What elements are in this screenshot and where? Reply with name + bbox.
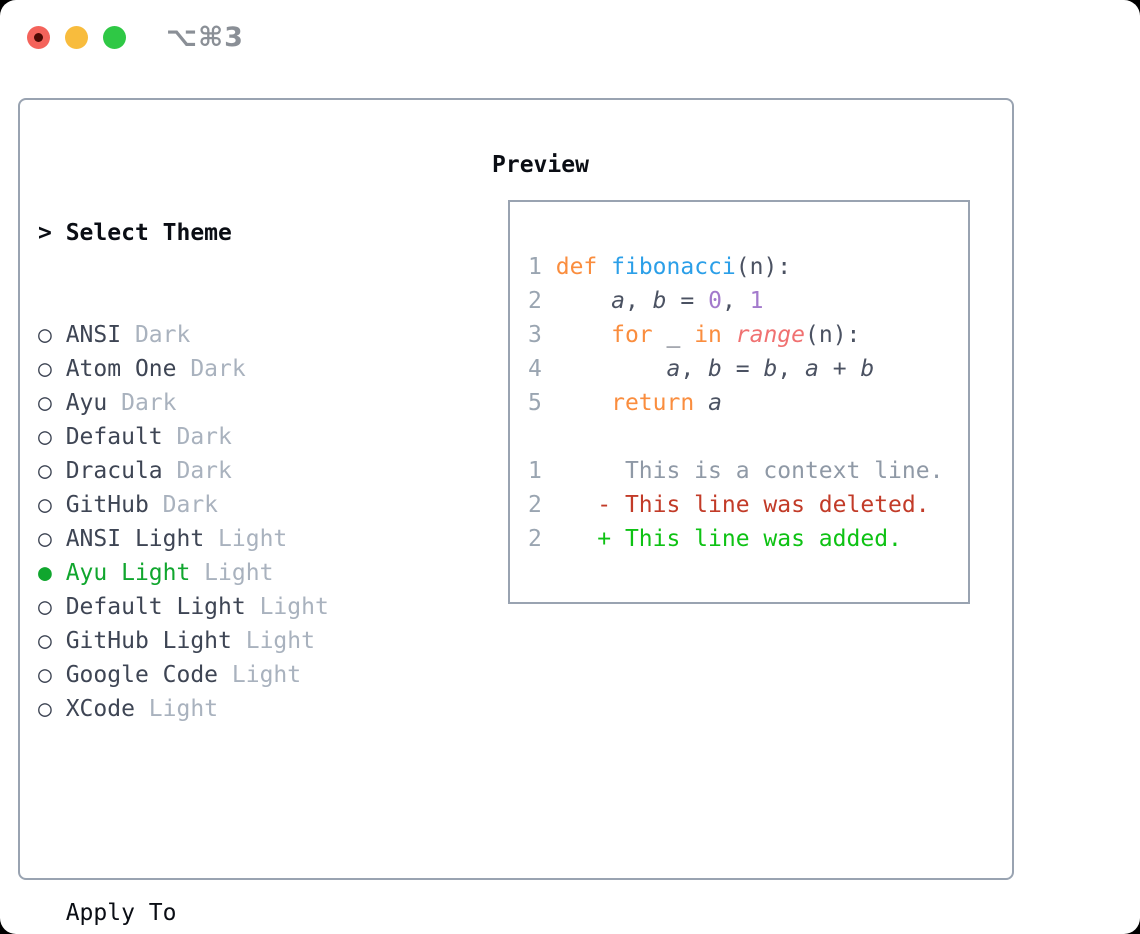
- theme-name: Dracula: [65, 458, 163, 484]
- theme-variant: Dark: [148, 492, 219, 518]
- radio-icon: ○: [38, 696, 66, 722]
- code-line: 2 a, b = 0, 1: [528, 288, 764, 314]
- theme-name: Default Light: [65, 594, 246, 620]
- line-number: 2: [528, 492, 542, 518]
- code-line: 5 return a: [528, 390, 722, 416]
- radio-icon: ○: [38, 458, 66, 484]
- theme-option-ansi[interactable]: ○ ANSI Dark: [38, 318, 426, 352]
- preview-box: 1 def fibonacci(n): 2 a, b = 0, 1 3 for _ …: [508, 200, 970, 604]
- radio-icon: ○: [38, 628, 66, 654]
- select-theme-title: Select Theme: [65, 220, 232, 246]
- theme-variant: Dark: [176, 356, 246, 382]
- theme-option-default[interactable]: ○ Default Dark: [38, 420, 426, 454]
- theme-variant: Light: [134, 696, 219, 722]
- code-line: 1 This is a context line.: [528, 458, 944, 484]
- theme-option-google-code[interactable]: ○ Google Code Light: [38, 658, 426, 692]
- theme-name: Google Code: [65, 662, 219, 688]
- theme-option-github-light[interactable]: ○ GitHub Light Light: [38, 624, 426, 658]
- focus-arrow-icon: >: [38, 220, 66, 246]
- line-number: 1: [528, 254, 542, 280]
- keyboard-shortcut-label: ⌥⌘3: [166, 22, 244, 53]
- theme-list: ○ ANSI Dark○ Atom One Dark○ Ayu Dark○ De…: [38, 318, 426, 726]
- theme-option-default-light[interactable]: ○ Default Light Light: [38, 590, 426, 624]
- selected-radio-icon: ●: [38, 560, 66, 586]
- line-number: 4: [528, 356, 542, 382]
- theme-name: Atom One: [65, 356, 177, 382]
- code-line: 1 def fibonacci(n):: [528, 254, 792, 280]
- code-line: 4 a, b = b, a + b: [528, 356, 875, 382]
- radio-icon: ○: [38, 424, 66, 450]
- theme-name: GitHub Light: [65, 628, 232, 654]
- theme-option-ayu-light[interactable]: ● Ayu Light Light: [38, 556, 426, 590]
- code-line: 2 + This line was added.: [528, 526, 902, 552]
- theme-variant: Light: [190, 560, 274, 586]
- theme-name: GitHub: [65, 492, 149, 518]
- minimize-button-icon[interactable]: [65, 26, 88, 49]
- theme-variant: Dark: [107, 390, 177, 416]
- theme-option-atom-one[interactable]: ○ Atom One Dark: [38, 352, 426, 386]
- theme-variant: Dark: [162, 458, 232, 484]
- theme-option-ayu[interactable]: ○ Ayu Dark: [38, 386, 426, 420]
- theme-variant: Dark: [162, 424, 232, 450]
- apply-to-header: Apply To: [65, 900, 177, 926]
- theme-name: Default: [65, 424, 163, 450]
- theme-option-ansi-light[interactable]: ○ ANSI Light Light: [38, 522, 426, 556]
- theme-option-github[interactable]: ○ GitHub Dark: [38, 488, 426, 522]
- theme-option-dracula[interactable]: ○ Dracula Dark: [38, 454, 426, 488]
- radio-icon: ○: [38, 662, 66, 688]
- radio-icon: ○: [38, 594, 66, 620]
- theme-variant: Light: [204, 526, 288, 552]
- close-button-icon[interactable]: [27, 26, 50, 49]
- theme-option-xcode[interactable]: ○ XCode Light: [38, 692, 426, 726]
- line-number: 1: [528, 458, 542, 484]
- theme-picker-panel: > Select Theme ○ ANSI Dark○ Atom One Dar…: [18, 98, 1014, 926]
- theme-variant: Light: [231, 628, 315, 654]
- theme-name: XCode: [65, 696, 135, 722]
- code-line: [528, 420, 943, 454]
- theme-variant: Dark: [121, 322, 191, 348]
- line-number: 2: [528, 288, 542, 314]
- theme-selector-column: > Select Theme ○ ANSI Dark○ Atom One Dar…: [38, 148, 426, 934]
- line-number: 5: [528, 390, 542, 416]
- theme-name: ANSI Light: [65, 526, 205, 552]
- select-theme-header: > Select Theme: [38, 216, 426, 250]
- theme-name: ANSI: [65, 322, 122, 348]
- theme-variant: Light: [218, 662, 302, 688]
- code-preview: 1 def fibonacci(n): 2 a, b = 0, 1 3 for _ …: [528, 250, 943, 556]
- radio-icon: ○: [38, 526, 66, 552]
- theme-variant: Light: [245, 594, 329, 620]
- line-number: 3: [528, 322, 542, 348]
- radio-icon: ○: [38, 322, 66, 348]
- theme-name: Ayu: [65, 390, 108, 416]
- code-line: 2 - This line was deleted.: [528, 492, 930, 518]
- radio-icon: ○: [38, 492, 66, 518]
- code-line: 3 for _ in range(n):: [528, 322, 861, 348]
- theme-name: Ayu Light: [65, 560, 191, 586]
- radio-icon: ○: [38, 356, 66, 382]
- radio-icon: ○: [38, 390, 66, 416]
- zoom-button-icon[interactable]: [103, 26, 126, 49]
- line-number: 2: [528, 526, 542, 552]
- preview-title: Preview: [492, 152, 589, 178]
- spacer: [38, 794, 426, 828]
